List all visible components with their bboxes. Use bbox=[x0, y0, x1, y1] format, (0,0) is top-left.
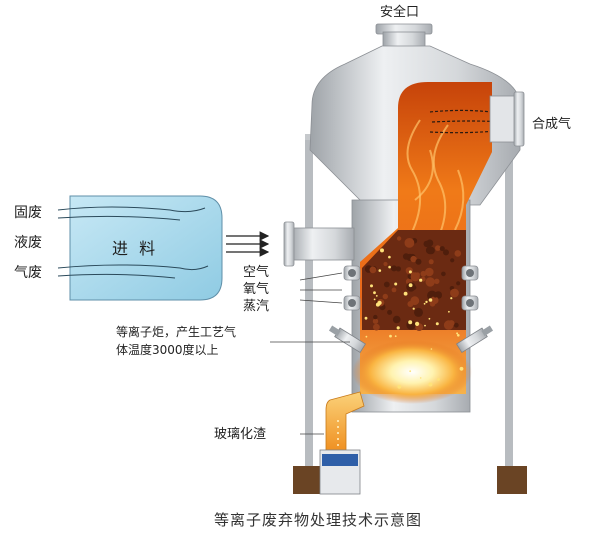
slag-tap bbox=[325, 391, 365, 453]
plasma-torches bbox=[328, 325, 494, 354]
solid-waste-label: 固废 bbox=[14, 205, 42, 221]
steam-label: 蒸汽 bbox=[243, 299, 270, 314]
oxygen-label: 氧气 bbox=[243, 282, 270, 297]
slag-label: 玻璃化渣 bbox=[214, 427, 267, 442]
leader-lines bbox=[270, 272, 350, 435]
packed-bed bbox=[362, 230, 466, 331]
liquid-waste-label: 液废 bbox=[14, 235, 42, 251]
injection-ports bbox=[343, 265, 479, 311]
torch-label-line2: 体温度3000度以上 bbox=[116, 343, 219, 357]
safety-outlet bbox=[375, 23, 433, 49]
torch-label-line1: 等离子炬，产生工艺气 bbox=[116, 325, 237, 339]
plasma-hot-zone bbox=[352, 340, 472, 404]
flame-swirls bbox=[406, 119, 465, 251]
feed-inlet bbox=[283, 221, 355, 267]
left-foot bbox=[293, 466, 323, 494]
gas-waste-label: 气废 bbox=[14, 265, 42, 281]
feed-arrows bbox=[226, 231, 270, 257]
syngas-outlet bbox=[489, 91, 525, 147]
feed-box bbox=[57, 195, 223, 301]
feed-label: 进 料 bbox=[112, 239, 159, 258]
right-foot bbox=[497, 466, 527, 494]
air-label: 空气 bbox=[243, 265, 270, 280]
safety-outlet-label: 安全口 bbox=[380, 5, 420, 20]
sparks bbox=[364, 248, 464, 389]
diagram-title: 等离子废弃物处理技术示意图 bbox=[214, 511, 423, 529]
slag-collector bbox=[319, 449, 361, 495]
syngas-label: 合成气 bbox=[532, 117, 572, 132]
